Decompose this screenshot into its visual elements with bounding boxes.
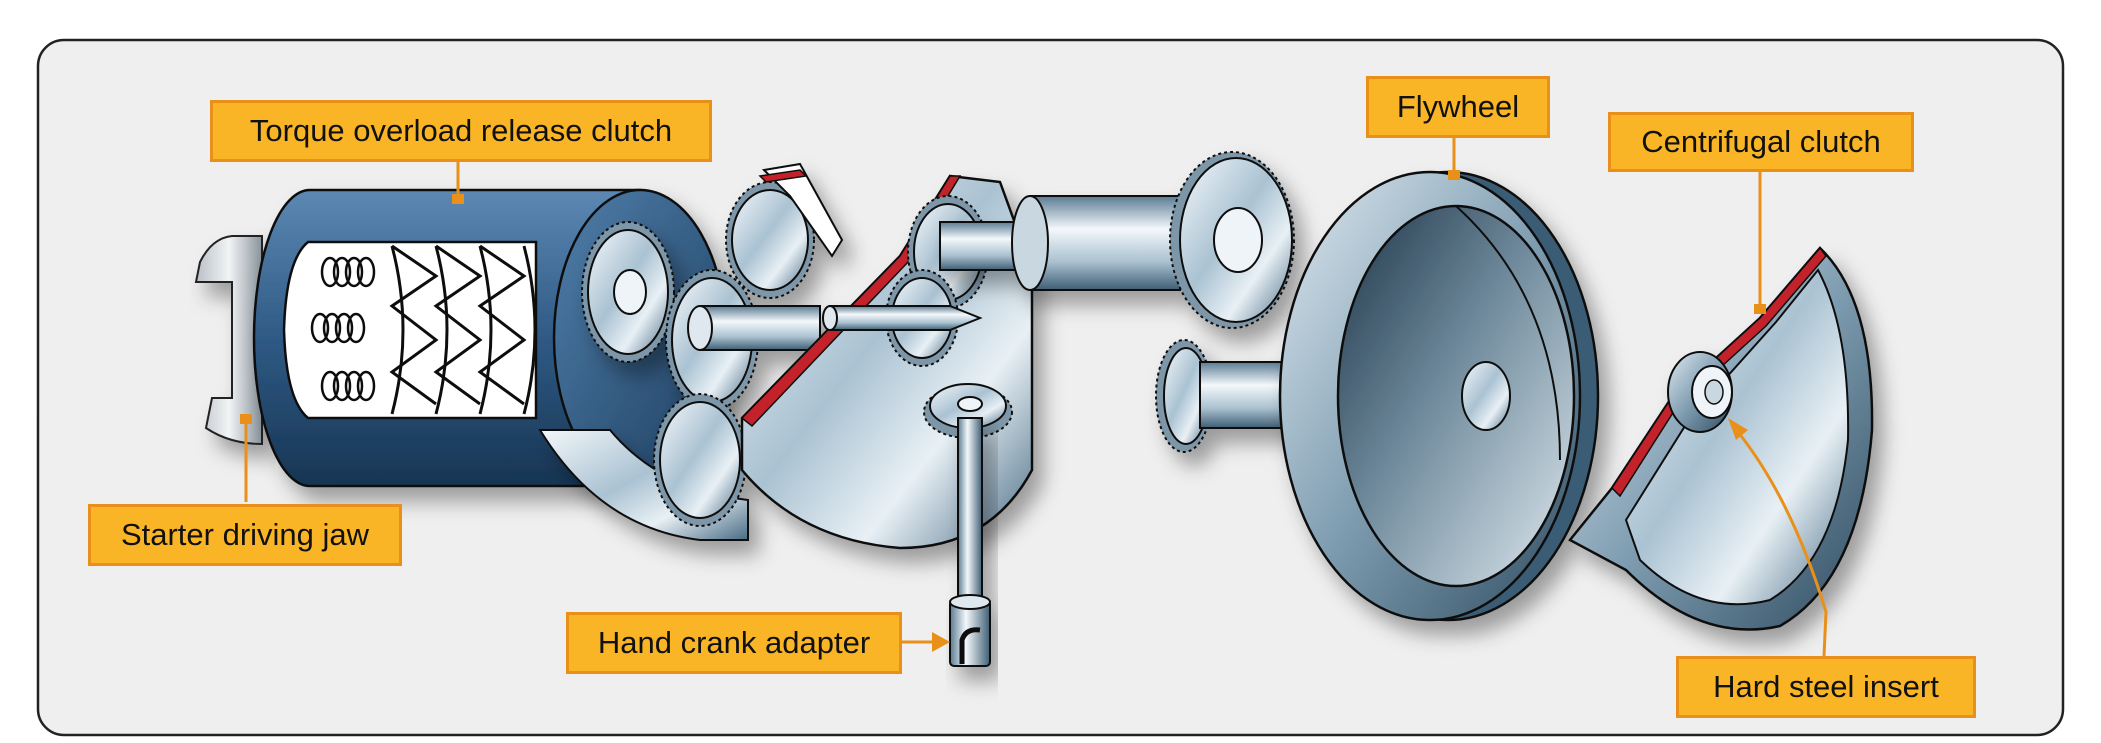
flywheel	[1278, 170, 1600, 622]
leader-lines	[240, 136, 1828, 657]
label-starter-driving-jaw: Starter driving jaw	[88, 504, 402, 566]
label-torque-overload-release-clutch: Torque overload release clutch	[210, 100, 712, 162]
label-centrifugal-clutch: Centrifugal clutch	[1608, 112, 1914, 172]
clutch-springs	[310, 256, 376, 402]
hand-crank-adapter	[949, 417, 991, 667]
starter-driving-jaw	[194, 235, 263, 446]
label-hand-crank-adapter: Hand crank adapter	[566, 612, 902, 674]
clutch-plates	[389, 244, 537, 415]
label-flywheel: Flywheel	[1366, 76, 1550, 138]
label-hard-steel-insert: Hard steel insert	[1676, 656, 1976, 718]
leader-steel-insert	[1736, 431, 1828, 657]
